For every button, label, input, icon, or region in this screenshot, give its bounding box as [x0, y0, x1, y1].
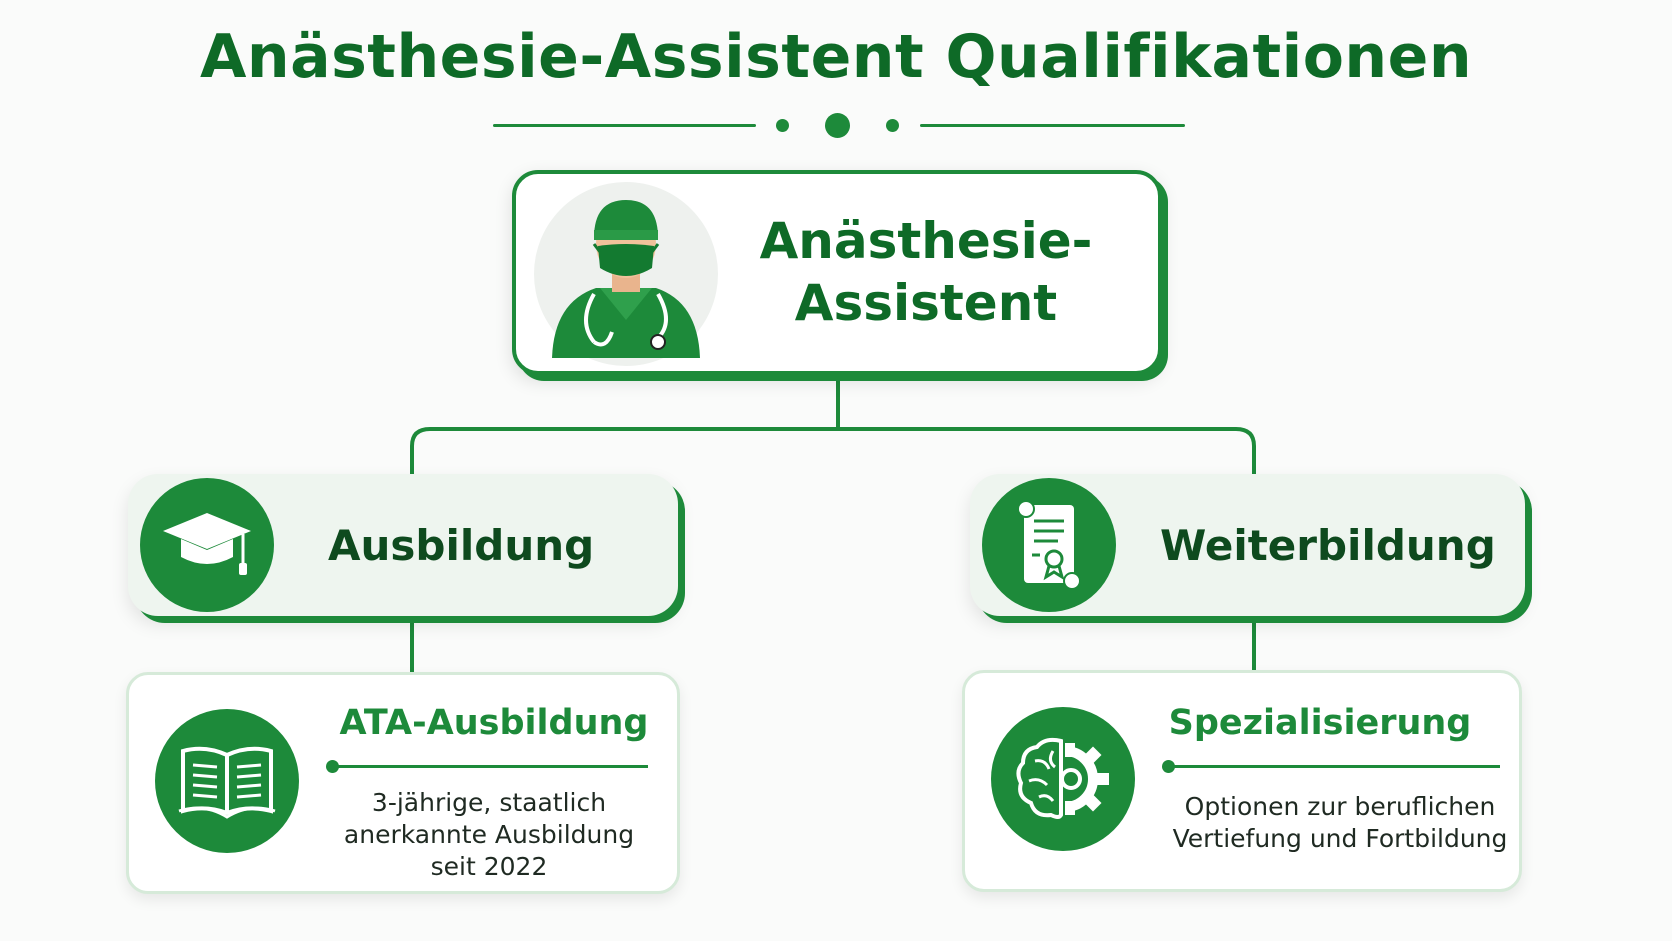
detail-description-ata-ausbildung: 3-jährige, staatlich anerkannte Ausbildu… [309, 787, 669, 883]
detail-line: anerkannte Ausbildung [343, 820, 635, 849]
open-book-icon [178, 746, 276, 819]
category-card-ausbildung: Ausbildung [128, 474, 678, 616]
detail-line: Vertiefung und Fortbildung [1172, 824, 1508, 853]
page-title: Anästhesie-Assistent Qualifikationen [199, 22, 1473, 92]
detail-line: Optionen zur beruflichen [1184, 792, 1496, 821]
root-title-line-2: Assistent [794, 274, 1058, 332]
detail-line: 3-jährige, staatlich [371, 788, 607, 817]
divider-dot-small-right [886, 119, 899, 132]
detail-description-spezialisierung: Optionen zur beruflichen Vertiefung und … [1155, 791, 1525, 855]
graduation-cap-icon [163, 513, 251, 575]
category-label-weiterbildung: Weiterbildung [1160, 521, 1496, 570]
separator-dot [326, 760, 339, 773]
detail-card-spezialisierung: Spezialisierung Optionen zur beruflichen… [962, 670, 1522, 892]
root-node-card: Anästhesie- Assistent [512, 170, 1162, 375]
category-card-weiterbildung: Weiterbildung [970, 474, 1525, 616]
detail-icon-circle [155, 709, 299, 853]
detail-card-ata-ausbildung: ATA-Ausbildung 3-jährige, staatlich aner… [126, 672, 680, 894]
divider-dot-small-left [776, 119, 789, 132]
connector-root-to-branches [410, 378, 1256, 474]
anesthetist-avatar-icon [552, 200, 700, 358]
title-divider-right [920, 124, 1185, 127]
brain-gear-icon [1016, 737, 1109, 819]
detail-title-ata-ausbildung: ATA-Ausbildung [339, 703, 649, 743]
avatar [534, 182, 718, 366]
certificate-scroll-icon [1017, 500, 1081, 590]
divider-dot-large [825, 113, 850, 138]
detail-separator [1170, 765, 1500, 768]
detail-separator [334, 765, 648, 768]
root-title-line-1: Anästhesie- [759, 212, 1093, 270]
category-label-ausbildung: Ausbildung [328, 521, 595, 570]
separator-dot [1162, 760, 1175, 773]
title-divider-left [493, 124, 756, 127]
root-node-title: Anästhesie- Assistent [746, 210, 1106, 334]
detail-icon-circle [991, 707, 1135, 851]
detail-line: seit 2022 [430, 852, 548, 881]
detail-title-spezialisierung: Spezialisierung [1168, 703, 1472, 743]
category-icon-circle [140, 478, 274, 612]
category-icon-circle [982, 478, 1116, 612]
